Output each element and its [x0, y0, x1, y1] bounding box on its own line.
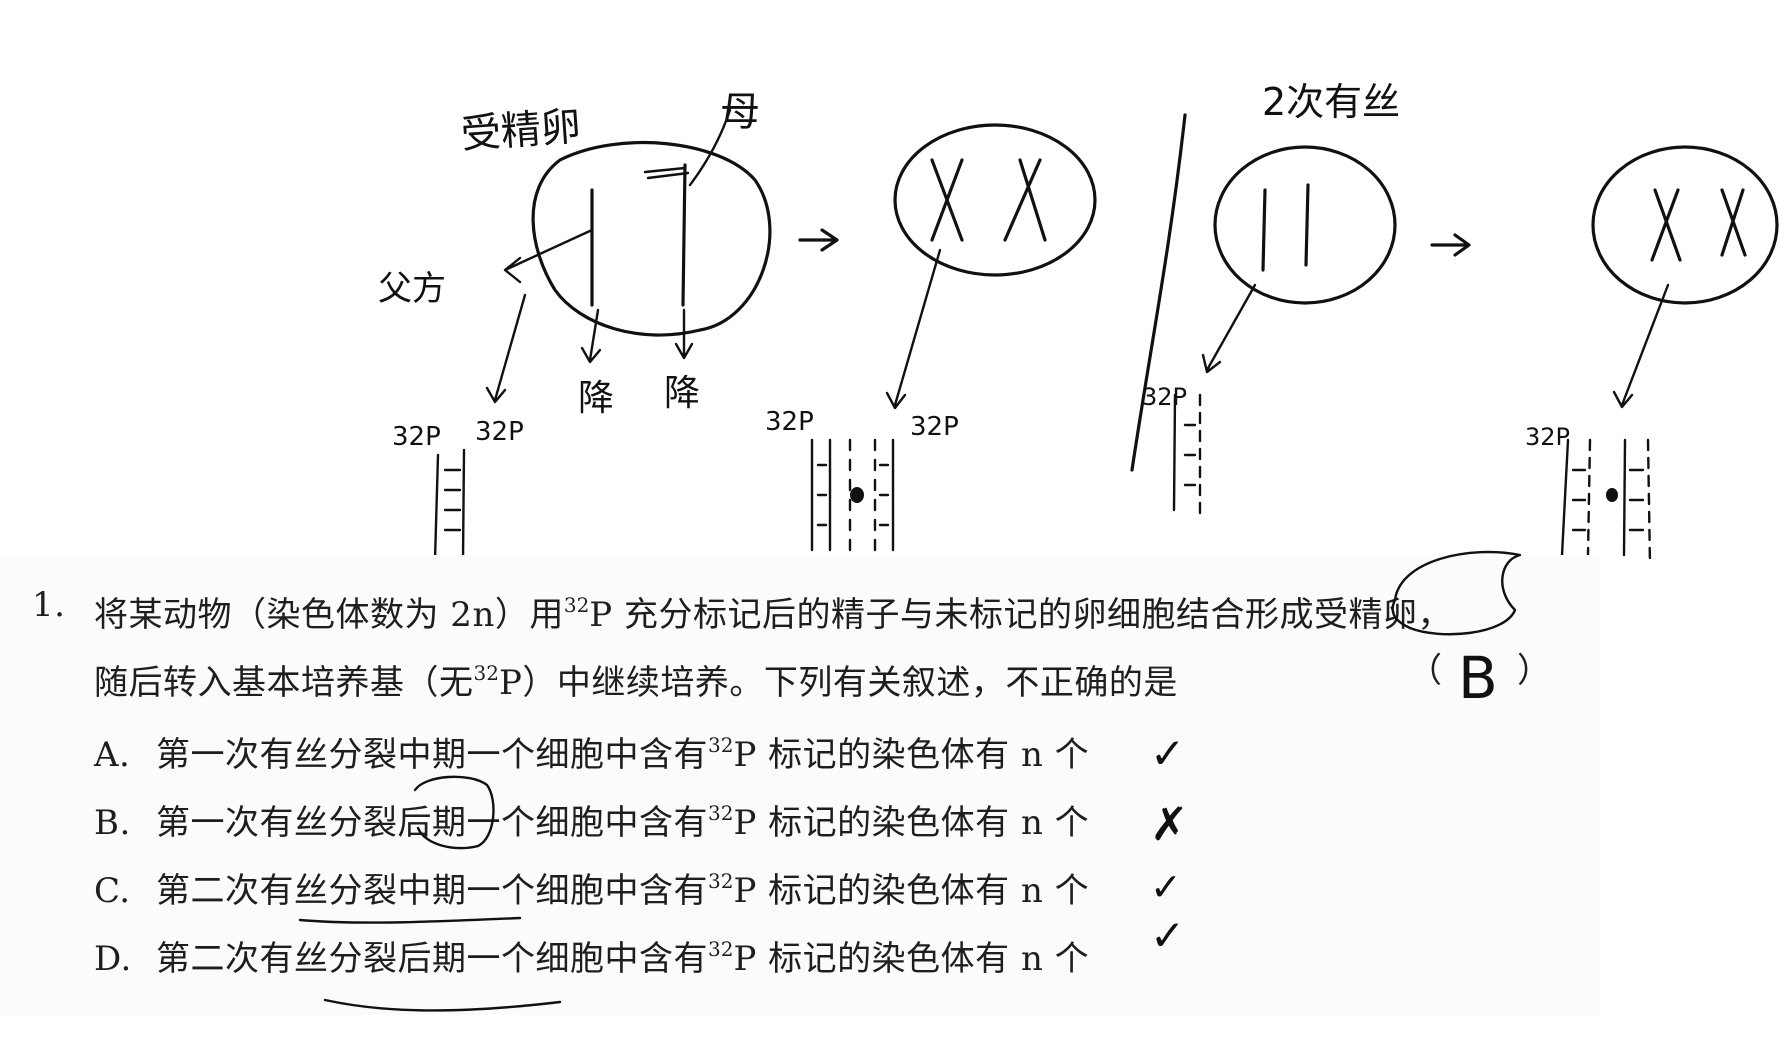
cell-second-division: [1213, 145, 1397, 305]
label-p32-1a: 32P: [392, 422, 441, 452]
arrow-right-1: [798, 228, 839, 252]
chromosome-line-4: [1304, 183, 1310, 267]
dna-single-labeled: [1172, 393, 1202, 517]
arrow-down-left: [580, 308, 602, 364]
option-a[interactable]: A.第一次有丝分裂中期一个细胞中含有32P 标记的染色体有 n 个: [94, 733, 1090, 775]
mother-pointer: [688, 108, 732, 187]
superscript-32: 32: [473, 661, 499, 685]
label-mother: 母: [720, 89, 760, 135]
option-c[interactable]: C.第二次有丝分裂中期一个细胞中含有32P 标记的染色体有 n 个: [94, 869, 1090, 911]
option-letter: A.: [94, 735, 131, 775]
pointer-to-dna-4: [1612, 283, 1670, 409]
cell-metaphase-1: [893, 123, 1097, 277]
zygote-cell-outline: [531, 140, 772, 337]
dna-four-strands: [1560, 438, 1652, 567]
father-pointer: [503, 228, 594, 284]
answer-paren-close: ）: [1517, 651, 1552, 691]
label-second-mitosis: 2次有丝: [1262, 80, 1400, 124]
arrow-right-2: [1430, 233, 1471, 257]
dna-sister-chromatids: [810, 438, 895, 552]
option-b[interactable]: B.第一次有丝分裂后期一个细胞中含有32P 标记的染色体有 n 个: [94, 801, 1090, 843]
cell-metaphase-2: [1591, 145, 1779, 305]
option-letter: C.: [94, 871, 131, 911]
label-p32-2b: 32P: [910, 412, 959, 442]
pointer-to-dna-1: [485, 293, 527, 404]
option-letter: B.: [94, 803, 131, 843]
arrow-down-right: [674, 308, 694, 360]
label-jiang-left: 降: [578, 378, 614, 419]
superscript-32: 32: [563, 593, 590, 617]
label-p32-2a: 32P: [765, 407, 814, 437]
label-father: 父方: [378, 269, 446, 309]
dna-double-strand-1: [433, 448, 466, 562]
chromosome-x-3: [1650, 188, 1682, 262]
label-p32-3: 32P: [1142, 383, 1187, 411]
divider-line: [1130, 113, 1187, 472]
chromosome-x-4: [1720, 188, 1747, 257]
question-stem-line-1: 将某动物（染色体数为 2n）用32P 充分标记后的精子与未标记的卵细胞结合形成受…: [94, 593, 1452, 635]
option-letter: D.: [94, 939, 132, 979]
pointer-to-dna-2: [885, 248, 942, 410]
question-stem-line-2: 随后转入基本培养基（无32P）中继续培养。下列有关叙述，不正确的是: [94, 661, 1178, 703]
question-block: 1. 将某动物（染色体数为 2n）用32P 充分标记后的精子与未标记的卵细胞结合…: [0, 555, 1600, 1015]
label-jiang-right: 降: [664, 373, 700, 414]
label-p32-1b: 32P: [475, 417, 524, 447]
chromosome-x-2: [1003, 158, 1047, 242]
pointer-to-dna-3: [1201, 283, 1257, 374]
label-zygote: 受精卵: [459, 104, 582, 158]
option-d[interactable]: D.第二次有丝分裂后期一个细胞中含有32P 标记的染色体有 n 个: [94, 937, 1090, 979]
chromosome-x-1: [930, 158, 964, 242]
answer-paren-open: （: [1408, 651, 1443, 691]
question-number: 1.: [32, 585, 66, 625]
scribble-mark: [643, 166, 690, 180]
chromosome-line-3: [1261, 188, 1267, 272]
label-p32-4: 32P: [1525, 423, 1570, 451]
zygote-chromosome-right: [681, 163, 687, 307]
